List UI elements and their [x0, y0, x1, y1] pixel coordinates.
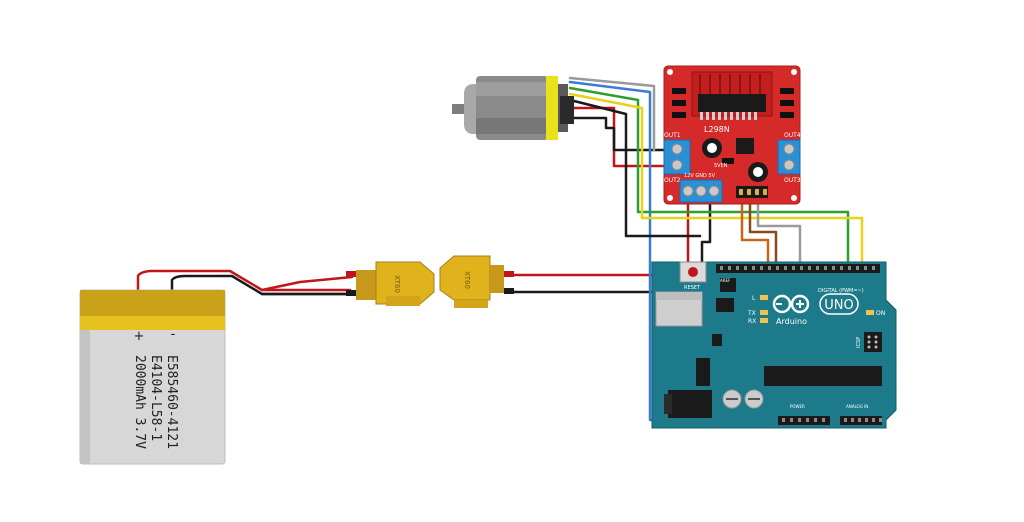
control-gray-wire: [756, 198, 802, 264]
reset-label: RESET: [684, 285, 701, 291]
xt60-left-label: XT60: [393, 275, 401, 293]
arduino-pcb: [651, 261, 897, 429]
power-header: [778, 416, 830, 425]
motor-can-highlight: [476, 82, 548, 96]
motor-band: [546, 76, 558, 140]
motor-connector: [560, 96, 574, 124]
xt60-right-label: XT60: [463, 271, 471, 289]
analog-label: ANALOG IN: [846, 404, 868, 409]
led-l-label: L: [752, 295, 756, 302]
aref-label: AREF: [720, 278, 731, 283]
battery-plus-label: +: [134, 329, 145, 344]
arduino-logo: [772, 294, 810, 314]
led-tx-label: TX: [747, 310, 756, 317]
battery-minus-label: -: [171, 327, 176, 342]
encoder-yellow-wire: [568, 92, 864, 264]
encoder-black-wire: [568, 98, 702, 238]
icsp-header: [720, 278, 882, 352]
battery-red-lead: [136, 269, 352, 294]
out3-label: OUT3: [784, 177, 801, 184]
encoder-green-wire: [568, 86, 850, 264]
power-jack: [668, 390, 712, 418]
red-to-xt60-left: [260, 275, 354, 292]
driver-chip: [698, 94, 766, 112]
uno-badge: [819, 293, 859, 315]
motor-shaft: [452, 104, 464, 114]
driver-enable-label: 5VEN: [714, 163, 728, 169]
motor-can-shadow: [476, 118, 548, 134]
battery-tab-top: [80, 290, 225, 316]
out4-label: OUT4: [784, 132, 801, 139]
battery-tab-stripe: [80, 316, 225, 330]
driver-regulator: [736, 138, 754, 154]
lipo-battery: + - E585460-4121 E4104-L58-1 2000mAh 3.7…: [79, 289, 226, 465]
led-on-label: ON: [876, 310, 885, 317]
power-pins-label: 12V GND 5V: [684, 173, 716, 179]
motor-black-lead: [568, 116, 666, 152]
arduino-uno-board: RESET ICSP: [651, 261, 897, 429]
driver-chip-label: L298N: [704, 125, 730, 134]
out4-terminal: [777, 139, 801, 175]
power-label: POWER: [790, 404, 805, 409]
l298n-driver-board: L298N 5VEN OUT1 OUT2 OUT4 OUT3 12V GND 5…: [663, 65, 801, 205]
battery-shadow: [80, 290, 90, 464]
xt60-connector-right: XT60: [439, 255, 514, 308]
atmega-chip: [764, 366, 882, 386]
led-rx-label: RX: [748, 318, 756, 325]
digital-label: DIGITAL (PWM=~): [818, 288, 864, 294]
digital-header: [716, 264, 880, 273]
out1-label: OUT1: [664, 132, 681, 139]
control-brown-wire: [748, 198, 778, 264]
motor-endcap: [464, 84, 478, 134]
icsp-label: ICSP: [856, 337, 862, 348]
input-header: [736, 186, 768, 198]
control-orange-wire: [740, 198, 770, 264]
black-gnd-wire: [700, 193, 712, 270]
arduino-brand-label: Arduino: [776, 317, 807, 326]
battery-text-line3: 2000mAh 3.7V: [132, 355, 147, 449]
battery-black-lead: [170, 274, 352, 296]
out2-label: OUT2: [664, 177, 681, 184]
battery-text-line2: E4104-L58-1: [148, 355, 163, 441]
usb-chip: [716, 298, 734, 312]
encoder-gray-wire: [568, 76, 656, 152]
battery-text-line1: E585460-4121: [164, 355, 179, 449]
regulator-chip: [696, 358, 710, 386]
xt60-connector-left: XT60: [346, 261, 435, 306]
dc-motor: [452, 76, 574, 140]
uno-label: UNO: [824, 298, 853, 313]
